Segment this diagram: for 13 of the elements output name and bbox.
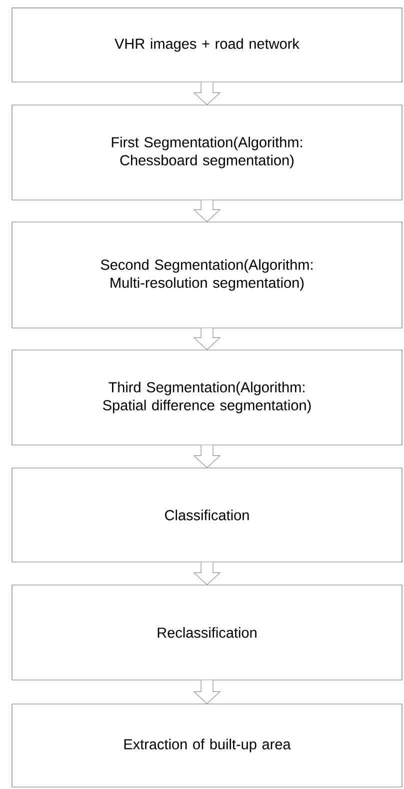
process-box: VHR images + road network bbox=[12, 8, 402, 82]
process-box: Extraction of built-up area bbox=[12, 704, 402, 788]
process-box: First Segmentation(Algorithm: Chessboard segmentation) bbox=[12, 104, 402, 200]
process-box: Third Segmentation(Algorithm: Spatial difference segmentation) bbox=[12, 350, 402, 446]
process-box: Second Segmentation(Algorithm: Multi-resolution segmentation) bbox=[12, 222, 402, 328]
hollow-arrow bbox=[193, 562, 221, 586]
hollow-arrow bbox=[193, 328, 221, 350]
hollow-arrow bbox=[193, 680, 221, 704]
hollow-arrow bbox=[193, 200, 221, 222]
hollow-arrow bbox=[193, 82, 221, 106]
process-box: Classification bbox=[12, 468, 402, 562]
process-box: Reclassification bbox=[12, 584, 402, 680]
hollow-arrow bbox=[193, 445, 221, 468]
